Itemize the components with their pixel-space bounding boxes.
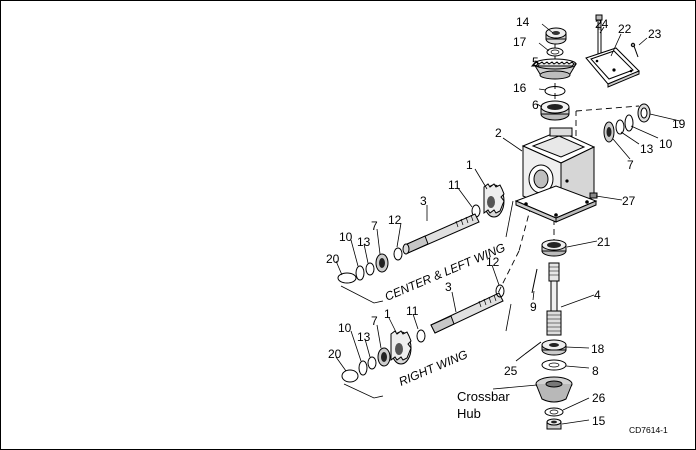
washer-17 (546, 47, 564, 57)
washer-10-right (358, 360, 368, 376)
callout-13-side: 13 (640, 142, 654, 156)
callout-14: 14 (516, 15, 530, 29)
callout-26: 26 (592, 391, 606, 405)
bearing-21 (541, 239, 567, 257)
gear-1-right (390, 330, 412, 365)
oring-11-right (416, 329, 426, 343)
input-shaft-right (341, 284, 505, 383)
seal-19 (637, 103, 651, 123)
nut-14 (545, 27, 567, 45)
callout-5: 5 (532, 55, 539, 69)
callout-3-left: 3 (420, 194, 427, 208)
cover-plate-22 (585, 47, 640, 88)
callout-19: 19 (672, 117, 686, 131)
output-stack (524, 239, 573, 430)
crossbar-label-line2: Hub (457, 406, 481, 421)
callout-2: 2 (495, 126, 502, 140)
oring-13-right (367, 356, 377, 370)
washer-10-left (355, 265, 365, 281)
callout-27: 27 (622, 194, 636, 208)
screw-23 (630, 42, 639, 58)
cap-20-left (337, 272, 357, 284)
callout-20-left: 20 (326, 252, 340, 266)
nut-18 (541, 339, 567, 356)
callout-11-left: 11 (448, 178, 461, 192)
callout-10-right: 10 (338, 321, 352, 335)
callout-12-left: 12 (388, 213, 402, 227)
cover-assembly (585, 14, 640, 88)
bearing-7-side (603, 121, 615, 143)
callout-15: 15 (592, 414, 606, 428)
gear-1-left (483, 183, 505, 218)
callout-16: 16 (513, 81, 527, 95)
callouts: 14 24 22 23 17 5 16 6 19 10 13 7 2 1 11 … (326, 15, 686, 428)
callout-20-right: 20 (328, 347, 342, 361)
callout-8: 8 (592, 364, 599, 378)
oring-12-left (393, 247, 403, 261)
callout-7-side: 7 (627, 158, 634, 172)
crossbar-label-line1: Crossbar (457, 389, 510, 404)
callout-17: 17 (513, 35, 527, 49)
callout-3-right: 3 (445, 280, 452, 294)
callout-13-left: 13 (357, 235, 371, 249)
shaft-3-left (402, 213, 480, 255)
callout-6: 6 (532, 98, 539, 112)
callout-1-left: 1 (466, 158, 473, 172)
callout-7-right: 7 (371, 314, 378, 328)
nut-15 (546, 418, 562, 430)
callout-12-right: 12 (486, 255, 500, 269)
callout-21: 21 (597, 235, 611, 249)
oring-13-left (365, 262, 375, 276)
washer-10-side (624, 114, 634, 132)
output-shaft-4 (546, 262, 562, 336)
callout-4: 4 (594, 288, 601, 302)
shaft-3-right (430, 292, 504, 334)
crossbar-hub (535, 376, 573, 403)
oring-13-side (615, 119, 625, 135)
bearing-7-right (377, 347, 391, 367)
callout-9: 9 (530, 300, 537, 314)
washer-8 (541, 359, 567, 371)
callout-13-right: 13 (357, 330, 371, 344)
callout-24: 24 (595, 17, 609, 31)
gearbox-housing-2 (514, 127, 598, 223)
pin-25 (524, 341, 542, 355)
washer-26 (544, 407, 564, 417)
callout-25: 25 (504, 364, 518, 378)
bearing-6 (540, 100, 570, 121)
cap-20-right (341, 369, 359, 383)
wing-brackets (340, 200, 514, 399)
oring-12-right (495, 284, 505, 298)
callout-7-left: 7 (371, 219, 378, 233)
callout-23: 23 (648, 27, 662, 41)
callout-22: 22 (618, 22, 632, 36)
leader-lines (335, 23, 681, 425)
text-labels: CENTER & LEFT WING RIGHT WING Crossbar H… (383, 240, 668, 435)
callout-10-side: 10 (659, 137, 673, 151)
callout-1-right: 1 (384, 307, 391, 321)
plug-27 (589, 192, 598, 199)
top-stack (530, 27, 577, 121)
input-shaft-left (337, 183, 505, 284)
drawing-code: CD7614-1 (629, 425, 668, 435)
key-9 (531, 268, 538, 294)
oring-16 (544, 86, 566, 96)
callout-18: 18 (591, 342, 605, 356)
bearing-7-left (375, 253, 389, 273)
gear-5 (530, 58, 577, 80)
callout-11-right: 11 (406, 304, 419, 318)
callout-10-left: 10 (339, 230, 353, 244)
side-stack (603, 103, 651, 143)
